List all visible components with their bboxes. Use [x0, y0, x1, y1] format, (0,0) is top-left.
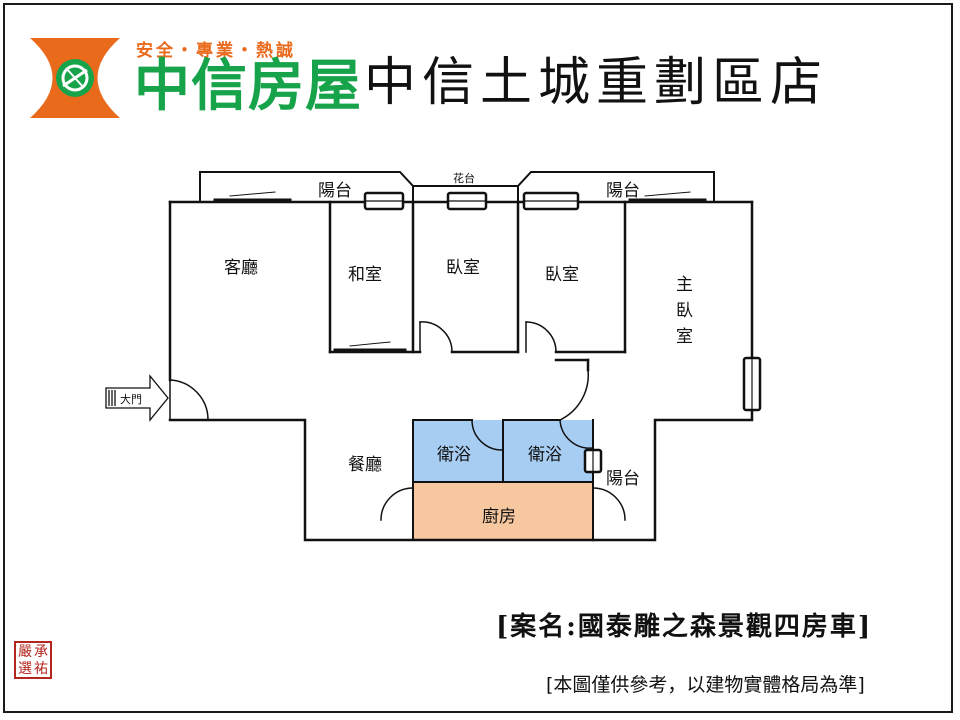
door-arc	[525, 321, 557, 353]
front-door-arc	[169, 379, 209, 421]
door-arc	[558, 369, 589, 422]
door-arc	[471, 419, 504, 451]
store-name: 中信土城重劃區店	[364, 53, 829, 113]
room-balcony-left: 陽台	[318, 181, 352, 201]
brand-slogan: 安全・專業・熱誠	[136, 41, 296, 61]
case-title: [案名:國泰雕之森景觀四房車]	[496, 612, 873, 642]
balcony-left-outline	[199, 171, 414, 203]
disclaimer: [本圖僅供參考，以建物實體格局為準]	[546, 674, 865, 696]
room-japanese: 和室	[348, 265, 382, 285]
outer-wall-right	[591, 200, 754, 542]
seal-stamp-icon: 嚴 承 選 祐	[14, 641, 52, 679]
brand-logo-icon	[30, 38, 120, 118]
bathroom-a-fill	[413, 420, 503, 482]
room-bathroom-a: 衛浴	[437, 445, 471, 465]
room-living: 客廳	[224, 258, 258, 278]
outer-wall-bottom-left	[168, 418, 595, 542]
kitchen-fill	[413, 482, 593, 540]
door-arc	[592, 487, 626, 521]
room-bathroom-b: 衛浴	[528, 445, 562, 465]
door-arc	[419, 321, 453, 353]
entrance-label: 大門	[120, 392, 142, 406]
entrance-arrow-icon	[105, 374, 169, 422]
room-kitchen: 廚房	[482, 506, 516, 527]
room-master-3: 室	[676, 327, 693, 347]
brand-name: 中信房屋	[134, 54, 362, 119]
page-frame	[3, 3, 953, 713]
room-balcony-right: 陽台	[606, 181, 640, 201]
room-balcony-rear: 陽台	[606, 469, 640, 489]
room-bedroom-a: 臥室	[446, 258, 480, 278]
room-bedroom-b: 臥室	[545, 265, 579, 285]
room-master-1: 主	[676, 275, 693, 295]
door-arc	[559, 419, 594, 449]
room-dining: 餐廳	[348, 455, 382, 475]
room-planter: 花台	[453, 171, 475, 185]
door-arc	[380, 487, 414, 521]
balcony-right-outline	[517, 171, 715, 203]
bathroom-b-fill	[503, 420, 593, 482]
room-master-2: 臥	[676, 301, 693, 321]
